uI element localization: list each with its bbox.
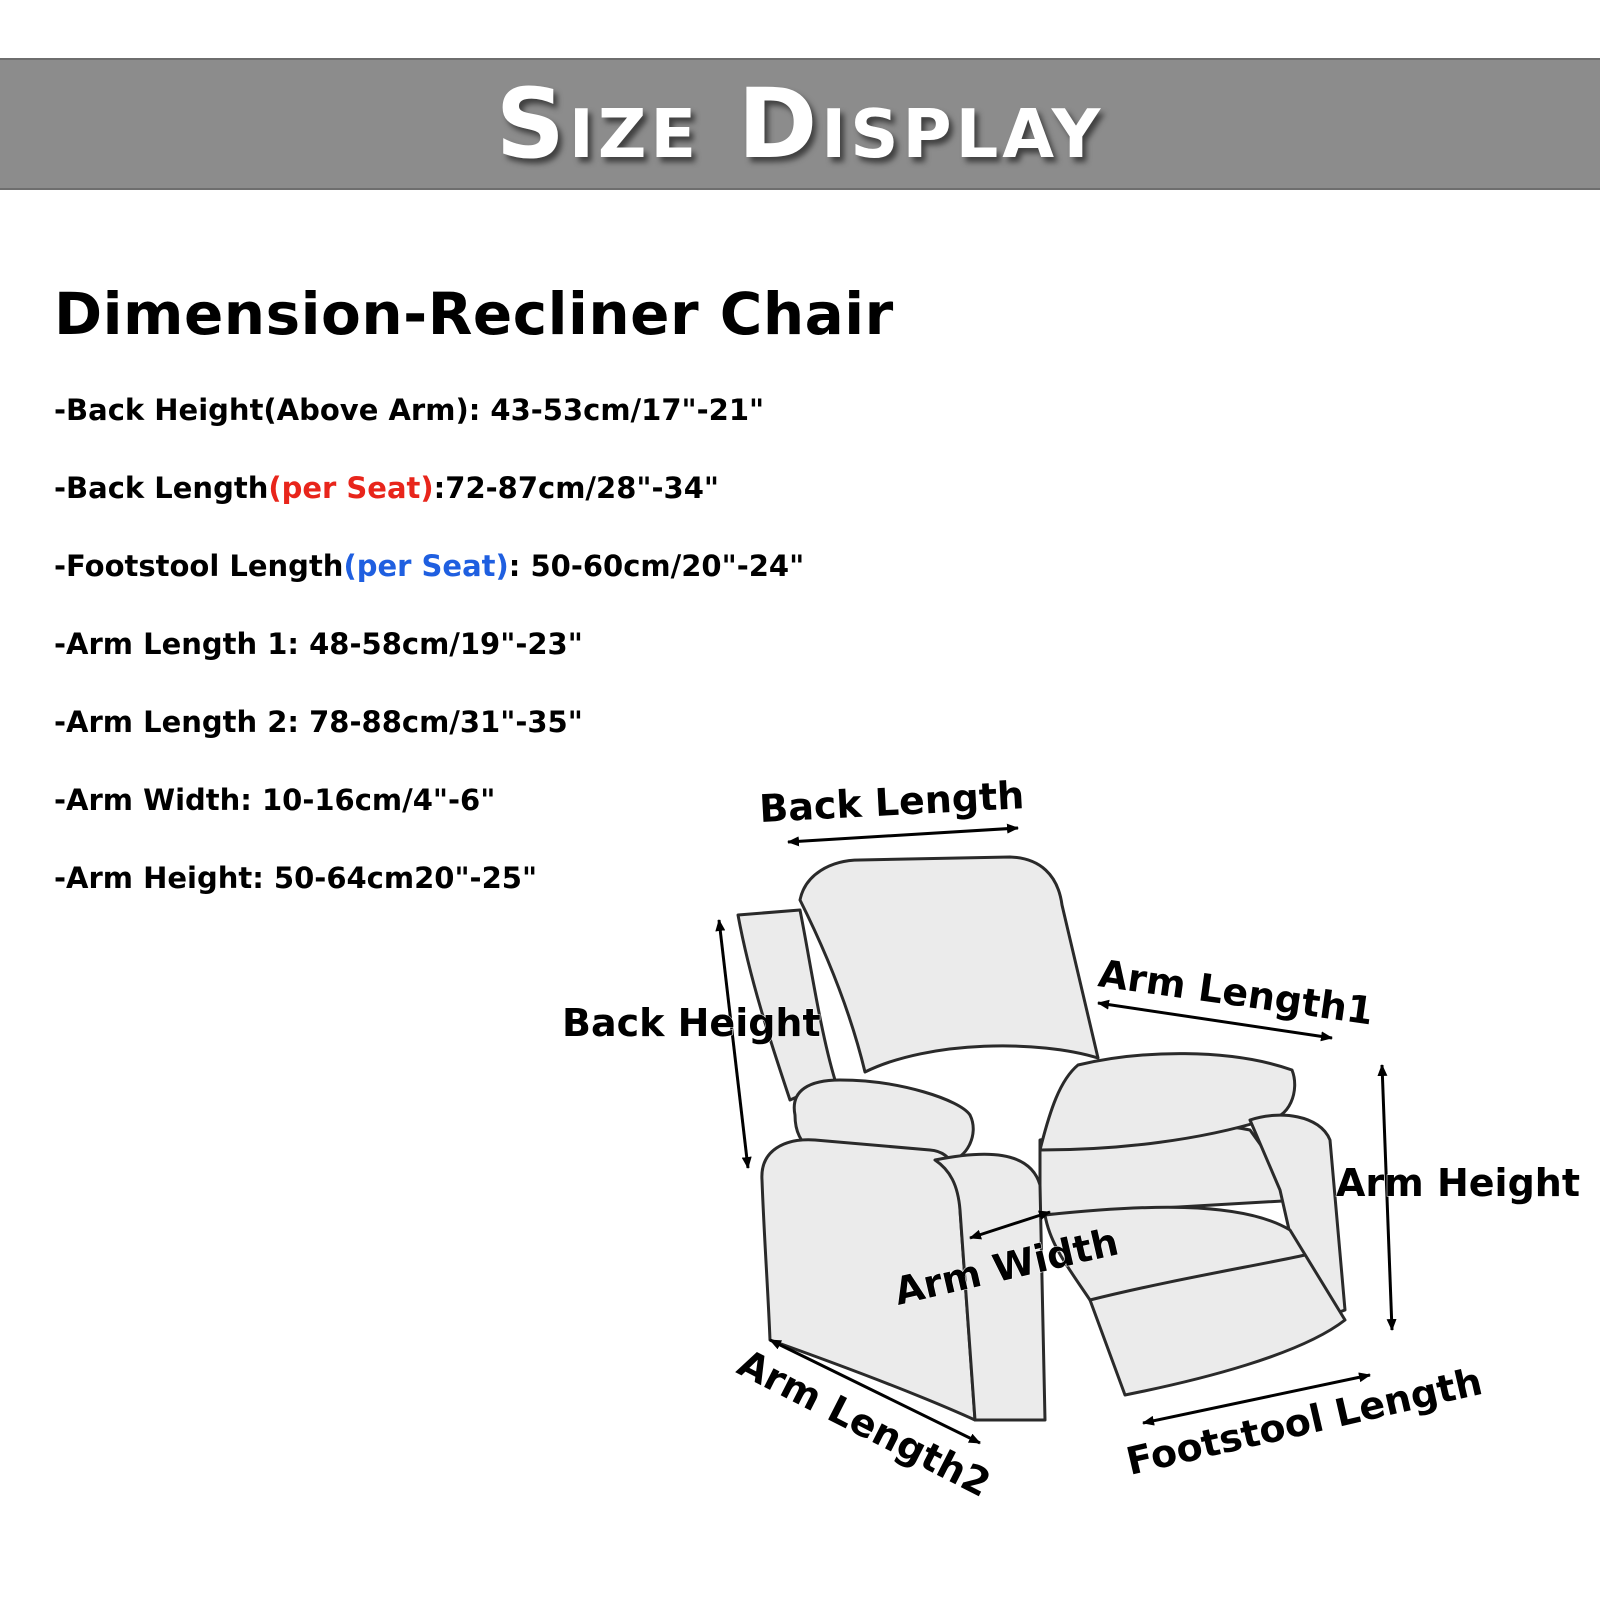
spec-back-height: -Back Height(Above Arm): 43-53cm/17"-21" [54, 393, 765, 427]
arm-length1-arrow [1097, 999, 1333, 1042]
arm-height-arrow [1377, 1064, 1397, 1331]
spec-list: -Back Height(Above Arm): 43-53cm/17"-21"… [54, 392, 804, 938]
label-back-length: Back Length [758, 773, 1025, 831]
spec-footstool-length: -Footstool Length(per Seat): 50-60cm/20"… [54, 549, 805, 583]
spec-back-length: -Back Length(per Seat):72-87cm/28"-34" [54, 471, 719, 505]
spec-arm-length-1: -Arm Length 1: 48-58cm/19"-23" [54, 627, 583, 661]
label-back-height: Back Height [562, 1001, 821, 1045]
footstool [1043, 1205, 1347, 1397]
label-arm-height: Arm Height [1336, 1161, 1580, 1205]
spec-arm-height: -Arm Height: 50-64cm20"-25" [54, 861, 538, 895]
footstool-seam [1088, 1253, 1307, 1302]
spec-arm-width: -Arm Width: 10-16cm/4"-6" [54, 783, 496, 817]
spec-arm-length-2: -Arm Length 2: 78-88cm/31"-35" [54, 705, 583, 739]
back-height-arrow [715, 919, 752, 1169]
banner-title: Size Display [495, 68, 1105, 180]
title-banner: Size Display [0, 58, 1600, 190]
dimension-arrows [715, 823, 1397, 1445]
arm-length2-arrow [769, 1338, 981, 1445]
back-cushion [798, 855, 1100, 1074]
page-title: Dimension-Recliner Chair [54, 280, 894, 348]
per-seat-note: (per Seat) [268, 471, 434, 505]
footstool-length-arrow [1142, 1372, 1371, 1426]
label-arm-length1: Arm Length1 [1096, 951, 1376, 1033]
back-length-arrow [787, 823, 1019, 847]
recliner-chair-drawing [736, 855, 1347, 1422]
per-seat-note: (per Seat) [343, 549, 509, 583]
arm-width-arrow [969, 1210, 1051, 1240]
